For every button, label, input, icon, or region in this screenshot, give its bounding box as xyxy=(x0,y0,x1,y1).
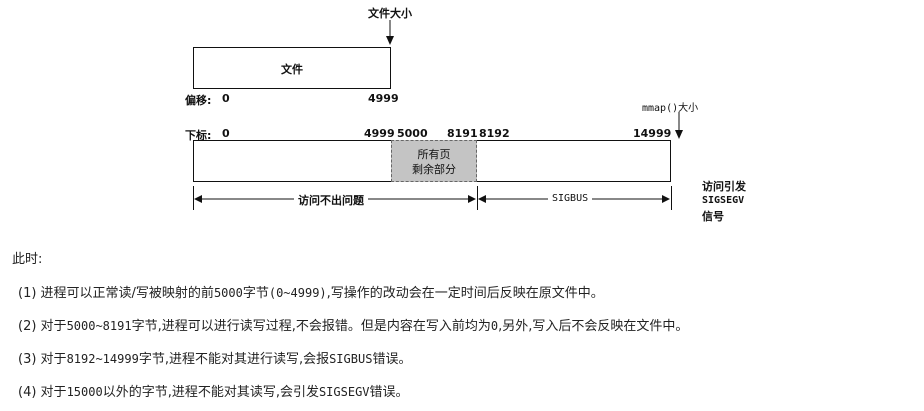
item-prefix: (1) 进程可以正常读/写被映射的前 xyxy=(18,286,214,301)
page-remainder-line2: 剩余部分 xyxy=(412,163,456,176)
item-mid: 以外的字节,进程不能对其读写,会引发 xyxy=(102,385,319,400)
tick-start xyxy=(193,186,194,210)
sigsegv-line3: 信号 xyxy=(702,210,724,223)
sigsegv-line1: 访问引发 xyxy=(702,180,746,193)
mmap-size-label: mmap()大小 xyxy=(642,103,699,114)
item-code: SIGSEGV xyxy=(318,385,370,399)
sigbus-label: SIGBUS xyxy=(548,193,593,204)
list-item: (3) 对于8192~14999字节,进程不能对其进行读写,会报SIGBUS错误… xyxy=(18,348,411,367)
offset-start: 0 xyxy=(222,92,230,105)
item-mid: 字节 xyxy=(242,286,269,301)
intro-text: 此时: xyxy=(12,252,43,267)
index-8191: 8191 xyxy=(447,127,478,140)
item-code: 5000~8191 xyxy=(66,319,132,333)
item-code: 8192~14999 xyxy=(66,352,139,366)
item-code: 0 xyxy=(490,319,499,333)
tick-mid xyxy=(477,186,478,210)
index-14999: 14999 xyxy=(633,127,672,140)
index-5000: 5000 xyxy=(397,127,428,140)
item-prefix: (2) 对于 xyxy=(18,319,67,334)
index-label: 下标: xyxy=(185,129,212,142)
list-item: (4) 对于15000以外的字节,进程不能对其读写,会引发SIGSEGV错误。 xyxy=(18,381,409,400)
index-0: 0 xyxy=(222,127,230,140)
item-code: 15000 xyxy=(66,385,103,399)
offset-end: 4999 xyxy=(368,92,399,105)
item-prefix: (3) 对于 xyxy=(18,352,67,367)
file-label: 文件 xyxy=(281,63,303,76)
tick-end xyxy=(671,186,672,210)
no-problem-label: 访问不出问题 xyxy=(294,192,368,208)
file-size-arrow xyxy=(386,20,394,45)
index-8192: 8192 xyxy=(479,127,510,140)
mmap-size-arrow xyxy=(675,112,683,139)
item-prefix: (4) 对于 xyxy=(18,385,67,400)
page-remainder-region: 所有页 剩余部分 xyxy=(391,140,477,182)
list-item: (2) 对于5000~8191字节,进程可以进行读写过程,不会报错。但是内容在写… xyxy=(18,315,688,334)
sigsegv-line2: SIGSEGV xyxy=(702,195,745,206)
list-item: (1) 进程可以正常读/写被映射的前5000字节(0~4999),写操作的改动会… xyxy=(18,282,604,301)
item-suffix: 错误。 xyxy=(369,385,409,400)
index-4999: 4999 xyxy=(364,127,395,140)
file-box: 文件 xyxy=(193,47,391,89)
item-mid: 字节,进程不能对其进行读写,会报 xyxy=(138,352,330,367)
item-mid: 字节,进程可以进行读写过程,不会报错。但是内容在写入前均为 xyxy=(131,319,491,334)
item-code: SIGBUS xyxy=(329,352,373,366)
range-arrows xyxy=(194,195,670,203)
file-size-label: 文件大小 xyxy=(368,7,412,20)
page-remainder-line1: 所有页 xyxy=(417,148,451,161)
item-suffix: 错误。 xyxy=(372,352,412,367)
offset-label: 偏移: xyxy=(185,94,212,107)
item-suffix: ,另外,写入后不会反映在文件中。 xyxy=(498,319,689,334)
item-suffix: ,写操作的改动会在一定时间后反映在原文件中。 xyxy=(326,286,604,301)
item-code: (0~4999) xyxy=(268,286,327,300)
item-code: 5000 xyxy=(213,286,243,300)
